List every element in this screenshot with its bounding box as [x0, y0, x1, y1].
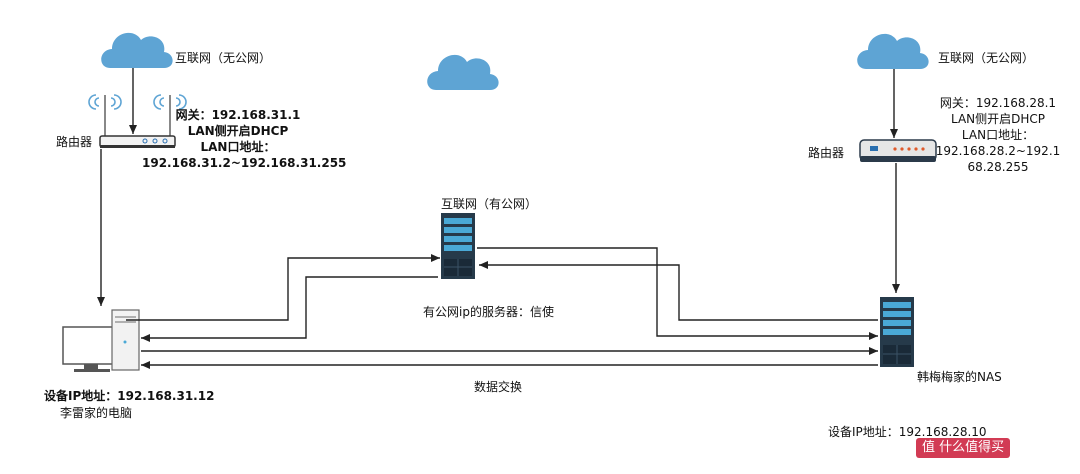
pc-ip-label: 设备IP地址：192.168.31.12 — [44, 389, 215, 403]
pc-name-label: 李雷家的电脑 — [60, 406, 133, 420]
router-right-info: 网关：192.168.28.1 LAN侧开启DHCP LAN口地址： 192.1… — [935, 96, 1061, 174]
computer-icon — [62, 309, 140, 372]
internet-left-label: 互联网（无公网） — [175, 51, 272, 65]
router-left-label: 路由器 — [56, 135, 93, 149]
connections — [97, 68, 900, 369]
nas-icon — [880, 297, 914, 367]
data-exchange-label: 数据交换 — [474, 380, 523, 394]
watermark: 值 什么值得买 — [916, 438, 1011, 458]
router-left-info: 网关：192.168.31.1 LAN侧开启DHCP LAN口地址： 192.1… — [142, 108, 347, 170]
cloud-icon-left — [101, 32, 173, 68]
wireless-router-icon — [88, 94, 187, 148]
nas-name-label: 韩梅梅家的NAS — [917, 370, 1002, 384]
router-right-label: 路由器 — [808, 146, 845, 160]
cloud-icon-right — [857, 33, 929, 69]
router-icon — [859, 139, 937, 162]
internet-public-label: 互联网（有公网） — [441, 197, 538, 211]
server-icon — [441, 213, 475, 279]
server-caption: 有公网ip的服务器：信使 — [423, 305, 554, 319]
internet-right-label: 互联网（无公网） — [938, 51, 1035, 65]
nas-ip-label: 设备IP地址：192.168.28.10 — [828, 425, 987, 439]
cloud-icon-center — [427, 54, 499, 90]
